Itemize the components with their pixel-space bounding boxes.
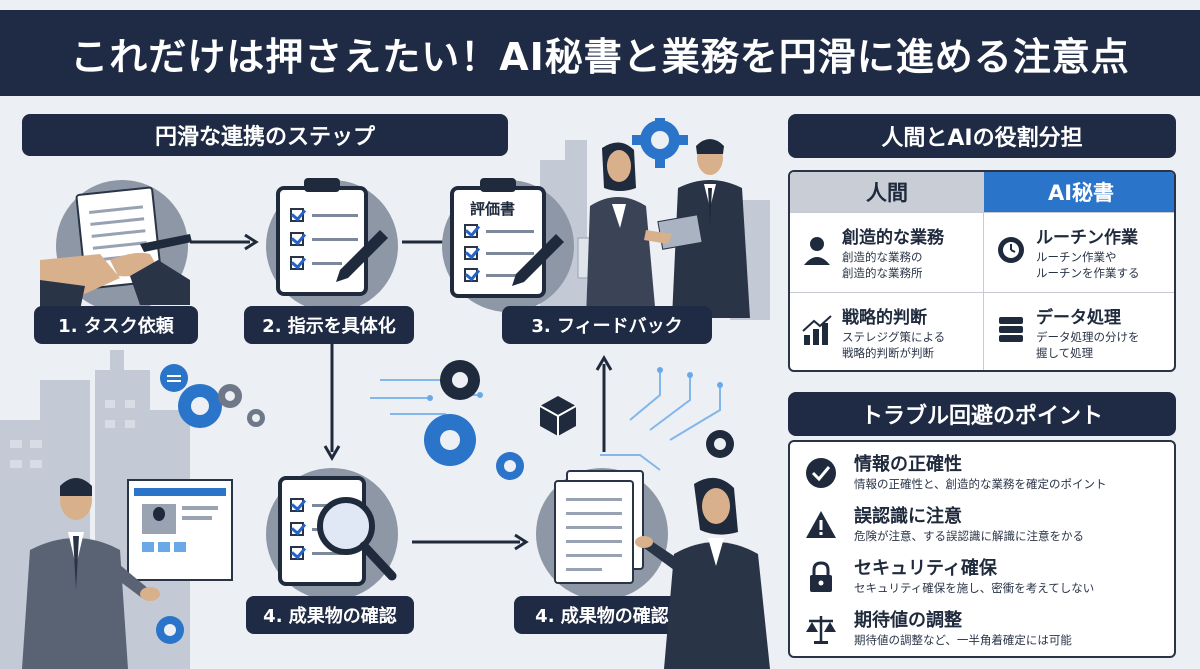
ai-cell-routine: ルーチン作業 ルーチン作業やルーチンを作業する <box>984 212 1174 292</box>
evaluation-doc-title: 評価書 <box>470 200 516 218</box>
database-icon <box>999 317 1023 342</box>
trouble-item-expectation: 期待値の調整 期待値の調整など、一半角着確定には可能 <box>800 602 1170 652</box>
person-icon <box>804 237 830 265</box>
flow-arrow-up <box>595 355 613 452</box>
trouble-section-title: トラブル回避のポイント <box>788 392 1176 436</box>
writing-hand-icon <box>40 234 192 310</box>
warning-icon <box>806 511 836 538</box>
trouble-item-misrecognition: 誤認識に注意 危険が注意、する誤認識に解識に注意をかる <box>800 498 1170 548</box>
human-cell-creative: 創造的な業務 創造的な業務の創造的な業務所 <box>790 212 984 292</box>
trouble-points-panel: 情報の正確性 情報の正確性と、創造的な業務を確定のポイント 誤認識に注意 危険が… <box>788 440 1176 658</box>
human-cell-strategy: 戦略的判断 ステレジグ策による戦略的判断が判断 <box>790 292 984 370</box>
pen-icon <box>512 234 564 286</box>
pen-icon <box>336 230 388 282</box>
step4-label-left: 4. 成果物の確認 <box>246 596 414 634</box>
growth-chart-icon <box>802 315 832 345</box>
flow-arrow <box>190 233 259 251</box>
step2-label: 2. 指示を具体化 <box>244 306 414 344</box>
document-icon <box>554 480 634 584</box>
ai-column-header: AI秘書 <box>984 172 1174 212</box>
gears-cluster-icon <box>160 360 577 480</box>
handshake-illustration <box>577 118 750 318</box>
gear-clock-icon <box>998 237 1024 263</box>
trouble-item-accuracy: 情報の正確性 情報の正確性と、創造的な業務を確定のポイント <box>800 446 1170 496</box>
gear-icon <box>706 430 734 458</box>
clip-icon <box>480 178 516 192</box>
presenting-woman-illustration <box>635 477 770 669</box>
roles-section-title: 人間とAIの役割分担 <box>788 114 1176 158</box>
presenting-man-illustration <box>22 478 233 669</box>
human-column-header: 人間 <box>790 172 984 212</box>
flow-section-title: 円滑な連携のステップ <box>22 114 508 156</box>
page-title: これだけは押さえたい！AI秘書と業務を円滑に進める注意点 <box>0 10 1200 96</box>
magnifier-icon <box>317 497 397 581</box>
step1-label: 1. タスク依頼 <box>34 306 198 344</box>
gear-icon <box>632 118 688 168</box>
clip-icon <box>304 178 340 192</box>
check-circle-icon <box>806 458 836 488</box>
ai-cell-data: データ処理 データ処理の分けを握して処理 <box>984 292 1174 370</box>
roles-table: 人間 AI秘書 創造的な業務 創造的な業務の創造的な業務所 ルーチン作業 ルーチ… <box>788 170 1176 372</box>
lock-icon <box>810 561 832 592</box>
flow-arrow-down <box>323 344 341 461</box>
step4-label-right: 4. 成果物の確認 <box>514 596 690 634</box>
step3-label: 3. フィードバック <box>502 306 712 344</box>
trouble-item-security: セキュリティ確保 セキュリティ確保を施し、密衝を考えてしない <box>800 550 1170 600</box>
scale-icon <box>806 616 836 644</box>
flow-arrow <box>412 533 529 551</box>
